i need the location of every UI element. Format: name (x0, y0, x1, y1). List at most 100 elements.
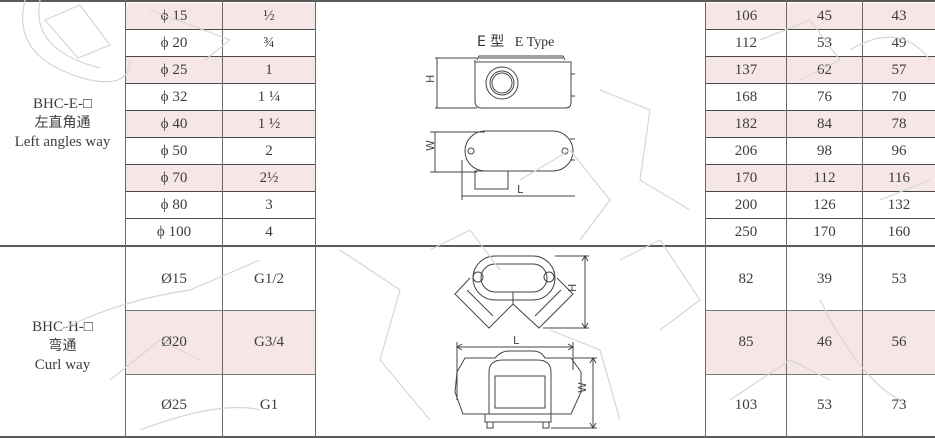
cell-H: 70 (891, 88, 907, 105)
e-type-drawing: H W L (424, 55, 575, 200)
cell-thread: 2 (265, 142, 273, 159)
name-cn: 弯通 (48, 338, 77, 354)
cell-thread: 2½ (223, 165, 315, 191)
row-divider (125, 83, 316, 84)
column-divider (222, 0, 223, 438)
cell-thread: G3/4 (223, 311, 315, 374)
row-divider (705, 29, 935, 30)
column-divider (786, 0, 787, 438)
cell-L: 206 (734, 142, 758, 159)
row-divider (125, 374, 316, 375)
name-en: Curl way (34, 357, 91, 373)
cell-thread: ¾ (263, 34, 275, 51)
row-divider (705, 164, 935, 165)
cell-thread: 1 ½ (223, 111, 315, 137)
row-divider (705, 137, 935, 138)
row-divider (125, 191, 316, 192)
cell-diameter: ϕ 70 (126, 165, 222, 191)
model-code: BHC-E-□ (32, 96, 93, 112)
row-divider (125, 164, 316, 165)
cell-diameter: ϕ 25 (126, 57, 222, 83)
cell-H: 49 (891, 34, 907, 51)
cell-L: 137 (706, 57, 786, 83)
cell-diameter: ϕ 32 (160, 88, 188, 105)
cell-thread: G1 (259, 397, 279, 413)
cell-H: 160 (887, 223, 911, 240)
cell-W: 39 (817, 270, 832, 287)
cell-W: 62 (787, 57, 862, 83)
svg-text:L: L (517, 183, 524, 196)
drawing-title-cn: E 型 (477, 34, 505, 50)
table-bottom-border (0, 436, 935, 438)
row-divider (705, 191, 935, 192)
name-en: Left angles way (14, 134, 111, 150)
cell-W: 126 (813, 196, 836, 213)
cell-L: 82 (738, 270, 754, 287)
row-divider (705, 110, 935, 111)
drawing-title-en: E Type (514, 35, 555, 50)
cell-L: 200 (734, 196, 758, 213)
cell-L: 85 (706, 311, 786, 374)
svg-text:L: L (513, 334, 520, 347)
h-type-drawing: H L W (454, 255, 597, 429)
cell-thread: 3 (265, 196, 273, 213)
cell-W: 84 (787, 111, 862, 137)
model-code: BHC-H-□ (32, 319, 93, 335)
cell-thread: G1/2 (254, 270, 284, 287)
cell-diameter: Ø20 (126, 311, 222, 374)
cell-thread: 4 (265, 223, 273, 240)
cell-L: 112 (735, 34, 757, 51)
cell-diameter: ϕ 20 (160, 34, 188, 51)
cell-H: 56 (863, 311, 935, 374)
cell-diameter: ϕ 40 (126, 111, 222, 137)
row-divider (705, 218, 935, 219)
section-label-e-type: BHC-E-□ 左直角通 Left angles way (0, 95, 125, 152)
cell-L: 106 (706, 3, 786, 29)
cell-W: 112 (787, 165, 862, 191)
svg-text:H: H (566, 284, 579, 292)
name-cn: 左直角通 (34, 115, 91, 131)
cell-W: 170 (813, 223, 836, 240)
svg-text:W: W (424, 140, 437, 151)
cell-L: 170 (706, 165, 786, 191)
svg-text:W: W (576, 382, 589, 393)
cell-diameter: ϕ 15 (126, 3, 222, 29)
row-divider (125, 218, 316, 219)
svg-text:H: H (424, 75, 437, 83)
column-divider (705, 0, 706, 438)
section-label-h-type: BHC-H-□ 弯通 Curl way (0, 318, 125, 375)
cell-diameter: ϕ 80 (160, 196, 188, 213)
drawing-title-e-type: E 型 E Type (477, 31, 554, 51)
cell-thread: 1 ¼ (257, 88, 281, 105)
cell-W: 53 (817, 397, 832, 413)
cell-H: 96 (891, 142, 907, 159)
cell-H: 43 (863, 3, 935, 29)
column-divider (315, 0, 316, 438)
cell-W: 46 (787, 311, 862, 374)
cell-H: 78 (863, 111, 935, 137)
cell-H: 73 (891, 397, 907, 413)
column-divider (862, 0, 863, 438)
cell-H: 116 (863, 165, 935, 191)
cell-H: 132 (887, 196, 911, 213)
cell-L: 168 (734, 88, 758, 105)
row-divider (705, 56, 935, 57)
row-divider (125, 310, 316, 311)
cell-L: 182 (706, 111, 786, 137)
row-divider (705, 310, 935, 311)
row-divider (125, 137, 316, 138)
cell-diameter: Ø15 (161, 270, 187, 287)
row-divider (705, 83, 935, 84)
cell-W: 45 (787, 3, 862, 29)
cell-diameter: Ø25 (161, 397, 187, 413)
cell-L: 250 (734, 223, 758, 240)
cell-W: 76 (817, 88, 832, 105)
cell-W: 98 (817, 142, 832, 159)
cell-H: 53 (891, 270, 907, 287)
column-divider (125, 0, 126, 438)
cell-W: 53 (817, 34, 832, 51)
table-top-border (0, 0, 935, 2)
row-divider (125, 29, 316, 30)
cell-thread: 1 (223, 57, 315, 83)
cell-H: 57 (863, 57, 935, 83)
